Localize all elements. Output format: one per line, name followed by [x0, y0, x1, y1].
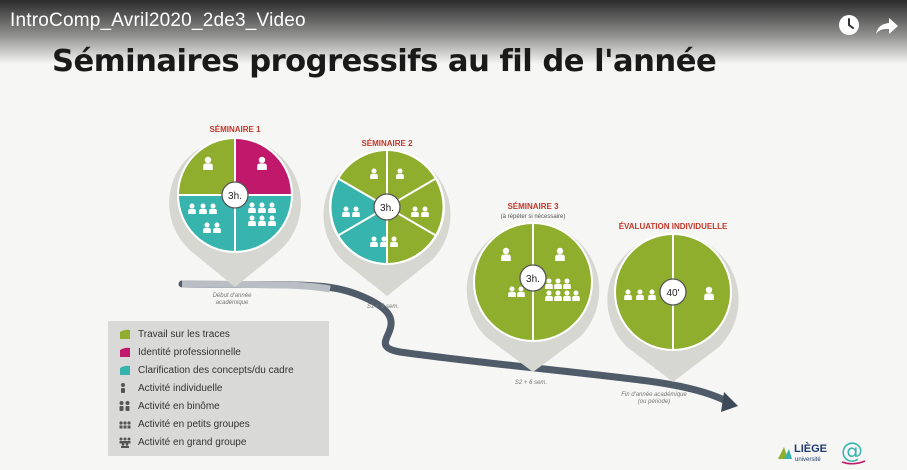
- magenta-flag-icon: [120, 347, 130, 357]
- seminar-1-pin: 3h. SÉMINAIRE 1: [169, 125, 301, 287]
- timeline-label-s2: S2 + 6 sem.: [515, 380, 547, 386]
- clock-icon[interactable]: [838, 14, 860, 36]
- svg-text:@: @: [841, 439, 863, 464]
- slide-title: Séminaires progressifs au fil de l'année: [52, 44, 717, 79]
- timeline-label-start-1: Début d'année: [213, 293, 253, 299]
- timeline-label-start-2: académique: [216, 300, 249, 306]
- seminar-3-duration: 3h.: [526, 274, 540, 285]
- legend-label: Activité en petits groupes: [138, 418, 250, 430]
- legend-item: Identité professionnelle: [118, 344, 241, 360]
- seminar-3-pin: 3h. SÉMINAIRE 3 (à répéter si nécessaire…: [466, 202, 600, 372]
- video-title[interactable]: IntroComp_Avril2020_2de3_Video: [10, 10, 306, 31]
- liege-logo-line2: université: [795, 457, 821, 463]
- legend: Travail sur les traces Identité professi…: [108, 321, 329, 456]
- seminar-2-duration: 3h.: [380, 203, 394, 214]
- seminar-3-subtitle: (à répéter si nécessaire): [501, 214, 566, 220]
- legend-label: Clarification des concepts/du cadre: [138, 364, 294, 376]
- legend-label: Identité professionnelle: [138, 346, 241, 358]
- green-flag-icon: [120, 329, 130, 339]
- seminar-2-title: SÉMINAIRE 2: [361, 139, 413, 148]
- large-group-icon: [119, 437, 131, 448]
- legend-item: Activité en grand groupe: [118, 434, 246, 450]
- legend-label: Travail sur les traces: [138, 328, 230, 340]
- small-group-icon: [119, 421, 131, 429]
- evaluation-duration: 40': [666, 288, 679, 299]
- seminar-1-title: SÉMINAIRE 1: [209, 125, 261, 134]
- legend-item: Clarification des concepts/du cadre: [118, 362, 294, 378]
- single-person-icon: [121, 383, 125, 393]
- evaluation-title: ÉVALUATION INDIVIDUELLE: [619, 222, 728, 231]
- seminar-3-title: SÉMINAIRE 3: [507, 202, 559, 211]
- legend-label: Activité en grand groupe: [138, 436, 247, 448]
- legend-item: Travail sur les traces: [118, 326, 230, 342]
- at-sign-logo-icon: @: [841, 439, 866, 465]
- seminar-1-duration: 3h.: [228, 191, 242, 202]
- player-top-bar: [0, 0, 907, 64]
- timeline-label-end-2: (ou période): [638, 399, 670, 405]
- timeline-arrowhead: [721, 392, 738, 412]
- teal-flag-icon: [120, 365, 130, 375]
- seminar-2-pin: 3h. SÉMINAIRE 2: [323, 139, 451, 296]
- evaluation-pin: 40' ÉVALUATION INDIVIDUELLE: [607, 222, 739, 382]
- legend-item: Activité en petits groupes: [118, 416, 250, 432]
- timeline-label-end-1: Fin d'année académique: [621, 392, 687, 398]
- share-icon[interactable]: [875, 16, 899, 36]
- liege-logo-line1: LIÈGE: [794, 442, 827, 455]
- pair-people-icon: [119, 401, 130, 411]
- legend-item: Activité en binôme: [118, 398, 220, 414]
- legend-item: Activité individuelle: [118, 380, 223, 396]
- legend-label: Activité individuelle: [138, 382, 223, 394]
- timeline-label-s1: S1 + 6 sem.: [367, 304, 399, 310]
- liege-university-logo: LIÈGE université: [778, 442, 827, 463]
- legend-label: Activité en binôme: [138, 400, 220, 412]
